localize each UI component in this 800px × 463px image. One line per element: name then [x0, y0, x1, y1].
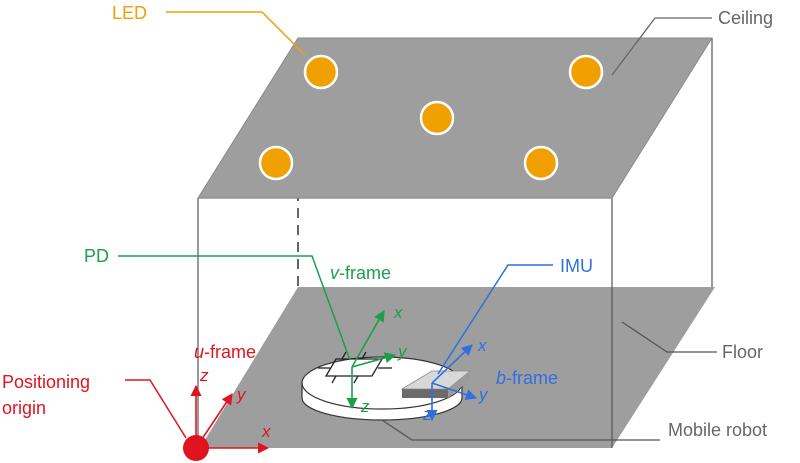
- floor-label: Floor: [722, 342, 763, 362]
- b-frame-prefix: b: [496, 368, 506, 388]
- imu-label: IMU: [560, 256, 593, 276]
- u-frame-y-label: y: [236, 385, 247, 404]
- u-frame-label: u-frame: [194, 342, 256, 362]
- ceiling-label: Ceiling: [718, 8, 773, 28]
- pd-callout-line: [118, 255, 351, 361]
- u-frame-z-label: z: [199, 366, 209, 385]
- v-frame-axes: [346, 310, 397, 410]
- b-frame-axes: [426, 344, 478, 422]
- v-frame-x-label: x: [393, 303, 403, 322]
- origin-callout-line: [125, 379, 187, 439]
- u-frame-suffix: -frame: [204, 342, 256, 362]
- b-frame-label: b-frame: [496, 368, 558, 388]
- led-callout-line: [166, 11, 306, 56]
- led-icon: [258, 145, 294, 181]
- b-frame-z-label: z: [422, 405, 432, 424]
- led-icon: [523, 145, 559, 181]
- b-frame-x-label: x: [477, 336, 487, 355]
- mobile-robot-callout-line: [381, 419, 660, 441]
- floor-surface: [200, 287, 715, 448]
- positioning-origin-label-line2: origin: [2, 398, 46, 418]
- pd-label: PD: [84, 246, 109, 266]
- v-frame-z-label: z: [360, 397, 370, 416]
- led-array: [258, 54, 604, 181]
- led-icon: [419, 100, 455, 136]
- mobile-robot-label: Mobile robot: [668, 420, 767, 440]
- b-frame-suffix: -frame: [506, 368, 558, 388]
- u-frame-x-label: x: [261, 422, 271, 441]
- led-label: LED: [112, 3, 147, 23]
- v-frame-label: v-frame: [330, 263, 391, 283]
- v-frame-y-label: y: [397, 342, 408, 361]
- b-frame-y-label: y: [478, 385, 489, 404]
- floor-callout-line: [621, 321, 717, 353]
- led-icon: [303, 54, 339, 90]
- led-icon: [568, 54, 604, 90]
- v-frame-prefix: v: [330, 263, 340, 283]
- u-frame-axes: [190, 384, 270, 454]
- positioning-origin-label-line1: Positioning: [2, 372, 90, 392]
- photodiode-icon: [318, 351, 392, 384]
- ceiling-callout-line: [611, 17, 712, 76]
- imu-callout-line: [437, 264, 553, 375]
- u-frame-prefix: u: [194, 342, 204, 362]
- v-frame-suffix: -frame: [339, 263, 391, 283]
